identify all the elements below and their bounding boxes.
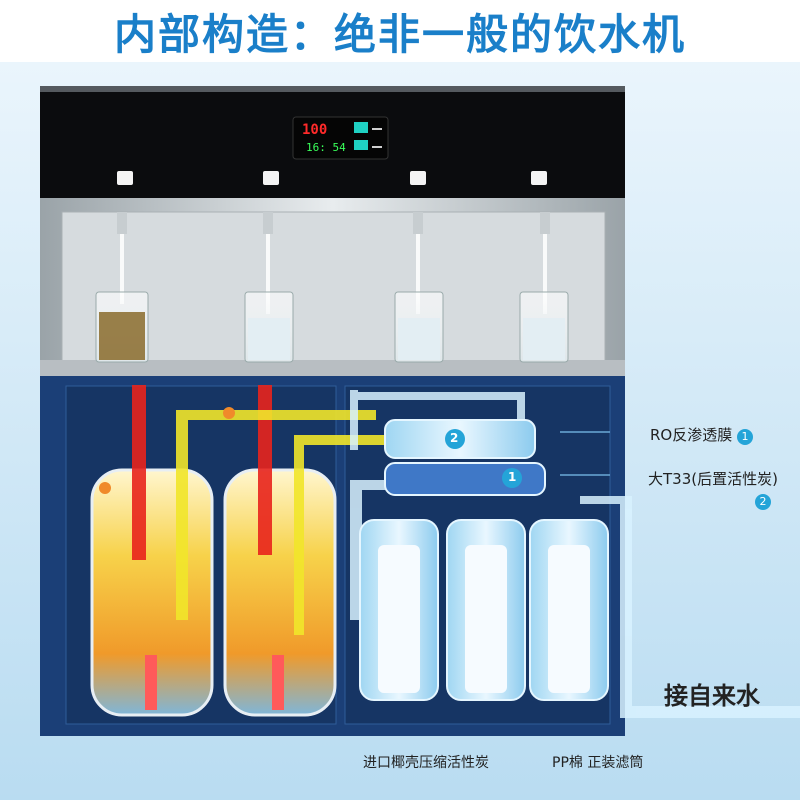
heating-element-right (272, 655, 284, 710)
membrane-marker-1 (502, 468, 522, 488)
membrane-marker-2 (445, 429, 465, 449)
callout-bracket (560, 431, 610, 476)
warm-water-lines (176, 410, 384, 635)
display-time: 16: 54 (306, 141, 346, 154)
heating-element-left (145, 655, 157, 710)
ro-membrane-text: RO反渗透膜 (650, 426, 733, 444)
membrane-marker-2-label: 2 (450, 431, 459, 445)
drip-tray (40, 360, 625, 376)
ro-membrane-number-badge: 1 (737, 429, 754, 445)
panel-buttons (117, 171, 547, 185)
faucets (117, 212, 550, 314)
filter-canisters (359, 519, 609, 701)
display-temperature: 100 (302, 122, 328, 138)
pure-water-lines (350, 390, 800, 718)
sensor-dot-left (99, 482, 111, 494)
coconut-carbon-label: 进口椰壳压缩活性炭 (363, 755, 489, 771)
ro-membrane-label: RO反渗透膜 1 (650, 424, 754, 445)
sensor-dot-right (223, 407, 235, 419)
tap-water-label: 接自来水 (664, 682, 760, 710)
pp-cotton-label: PP棉 正装滤筒 (552, 755, 644, 771)
glasses (95, 291, 569, 363)
t33-number-badge: 2 (755, 494, 771, 510)
hot-water-lines (132, 385, 272, 560)
headline-band (0, 0, 800, 62)
heat-indicator-icon (354, 140, 368, 150)
t33-filter-label: 大T33(后置活性炭) (648, 470, 778, 488)
membrane-marker-1-label: 1 (508, 470, 517, 484)
water-level-icon (354, 122, 368, 133)
page-headline: 内部构造：绝非一般的饮水机 (113, 9, 686, 59)
hot-tank-right (223, 468, 337, 717)
